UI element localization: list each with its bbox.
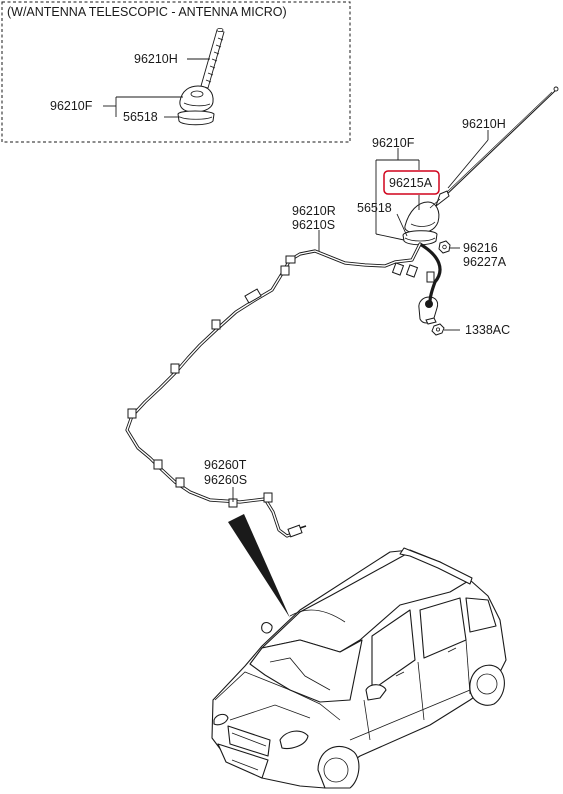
nut-part: [438, 240, 451, 254]
main-leaders: [232, 130, 489, 502]
main-antenna-base: [404, 198, 441, 234]
label-cable-s: 96210S: [292, 218, 335, 232]
car-illustration: [211, 547, 507, 789]
inset-assy-label: 96210F: [50, 99, 93, 113]
label-pad: 56518: [357, 201, 392, 215]
inset-panel: (W/ANTENNA TELESCOPIC - ANTENNA MICRO): [1, 1, 351, 143]
label-cable-r: 96210R: [292, 204, 336, 218]
antenna-cable: [125, 242, 442, 538]
label-assy: 96210F: [372, 136, 415, 150]
label-nut: 96216: [463, 241, 498, 255]
inset-antenna-base: [179, 85, 214, 113]
location-pointer: [228, 514, 290, 618]
highlight-box: [383, 170, 440, 195]
label-nut-alt: 96227A: [463, 255, 507, 269]
inset-pad-label: 56518: [123, 110, 158, 124]
inset-antenna-rod: [200, 27, 225, 89]
inset-antenna-pad: [177, 110, 215, 126]
inset-title: (W/ANTENNA TELESCOPIC - ANTENNA MICRO): [7, 5, 287, 19]
label-ext-t: 96260T: [204, 458, 247, 472]
label-ext-s: 96260S: [204, 473, 247, 487]
label-rod: 96210H: [462, 117, 506, 131]
inset-rod-label: 96210H: [134, 52, 178, 66]
cable-bracket: [418, 296, 439, 325]
bolt-part: [431, 323, 445, 336]
label-bolt: 1338AC: [465, 323, 510, 337]
label-base-highlighted: 96215A: [389, 176, 433, 190]
main-antenna-rod: [435, 86, 559, 208]
main-antenna-pad: [402, 230, 438, 246]
